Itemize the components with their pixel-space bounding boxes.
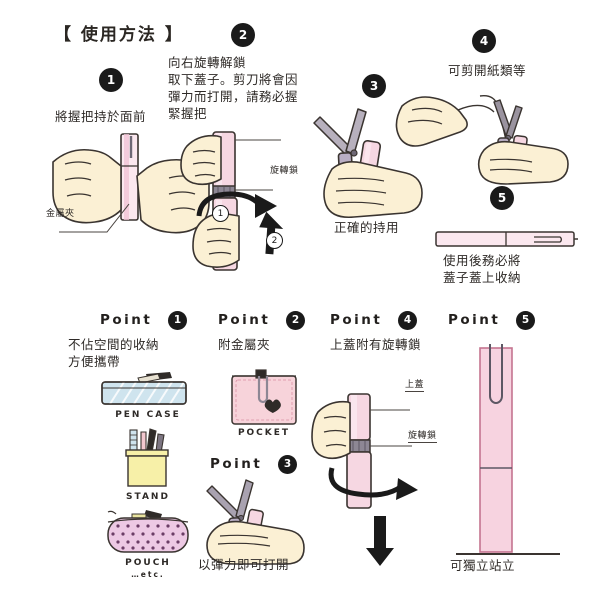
point-3-illustration	[198, 478, 328, 565]
step-5-caption: 使用後務必將 蓋子蓋上收納	[443, 253, 522, 285]
pouch-label: POUCH	[125, 558, 171, 568]
step-2-marker-2: 2	[266, 232, 283, 249]
step-3-caption: 正確的持用	[334, 220, 400, 235]
rotate-lock-label: 旋轉鎖	[270, 166, 299, 176]
step-2-badge: 2	[231, 23, 255, 47]
step-4-caption: 可剪開紙類等	[448, 63, 527, 78]
step-2-caption: 向右旋轉解鎖 取下蓋子。剪刀將會因 彈力而打開，請務必握 緊握把	[168, 55, 299, 121]
step-3-badge: 3	[362, 74, 386, 98]
step-5-illustration	[434, 228, 578, 250]
pen-stand-illustration	[112, 428, 184, 488]
pouch-illustration	[102, 508, 196, 556]
metal-clip-label: 金屬夾	[46, 209, 75, 219]
point-3-word: Point	[210, 456, 263, 472]
point-2-word: Point	[218, 312, 271, 328]
point-2-caption: 附金屬夾	[218, 337, 271, 352]
point-1-word: Point	[100, 312, 153, 328]
point-4-badge: 4	[398, 311, 417, 330]
rotate-lock-label-point4: 旋轉鎖	[408, 428, 437, 443]
point-1-badge: 1	[168, 311, 187, 330]
point-4-illustration	[311, 388, 456, 588]
standing-pen-illustration	[456, 340, 576, 562]
point-2-badge: 2	[286, 311, 305, 330]
step-3-illustration	[310, 95, 426, 219]
point-5-word: Point	[448, 312, 501, 328]
step-1-badge: 1	[99, 68, 123, 92]
pen-case-illustration	[100, 372, 196, 408]
step-4-badge: 4	[472, 29, 496, 53]
shirt-pocket-label: POCKET	[237, 428, 291, 438]
point-4-caption: 上蓋附有旋轉鎖	[330, 337, 422, 352]
point-5-caption: 可獨立站立	[450, 558, 516, 573]
step-4-illustration	[395, 92, 578, 185]
point-3-badge: 3	[278, 455, 297, 474]
point-3-caption: 以彈力即可打開	[198, 557, 290, 572]
step-2-marker-1: 1	[212, 205, 229, 222]
upper-cap-label: 上蓋	[405, 377, 425, 392]
pen-stand-label: STAND	[126, 492, 170, 502]
step-1-caption: 將握把持於面前	[55, 109, 147, 124]
page-title: 【 使用方法 】	[54, 25, 184, 45]
step-5-badge: 5	[490, 186, 514, 210]
point-1-caption: 不佔空間的收納 方便攜帶	[68, 337, 160, 369]
point-4-word: Point	[330, 312, 383, 328]
pen-case-label: PEN CASE	[115, 410, 181, 420]
shirt-pocket-illustration	[228, 369, 300, 426]
pouch-sublabel: …etc.	[131, 570, 165, 579]
point-5-badge: 5	[516, 311, 535, 330]
